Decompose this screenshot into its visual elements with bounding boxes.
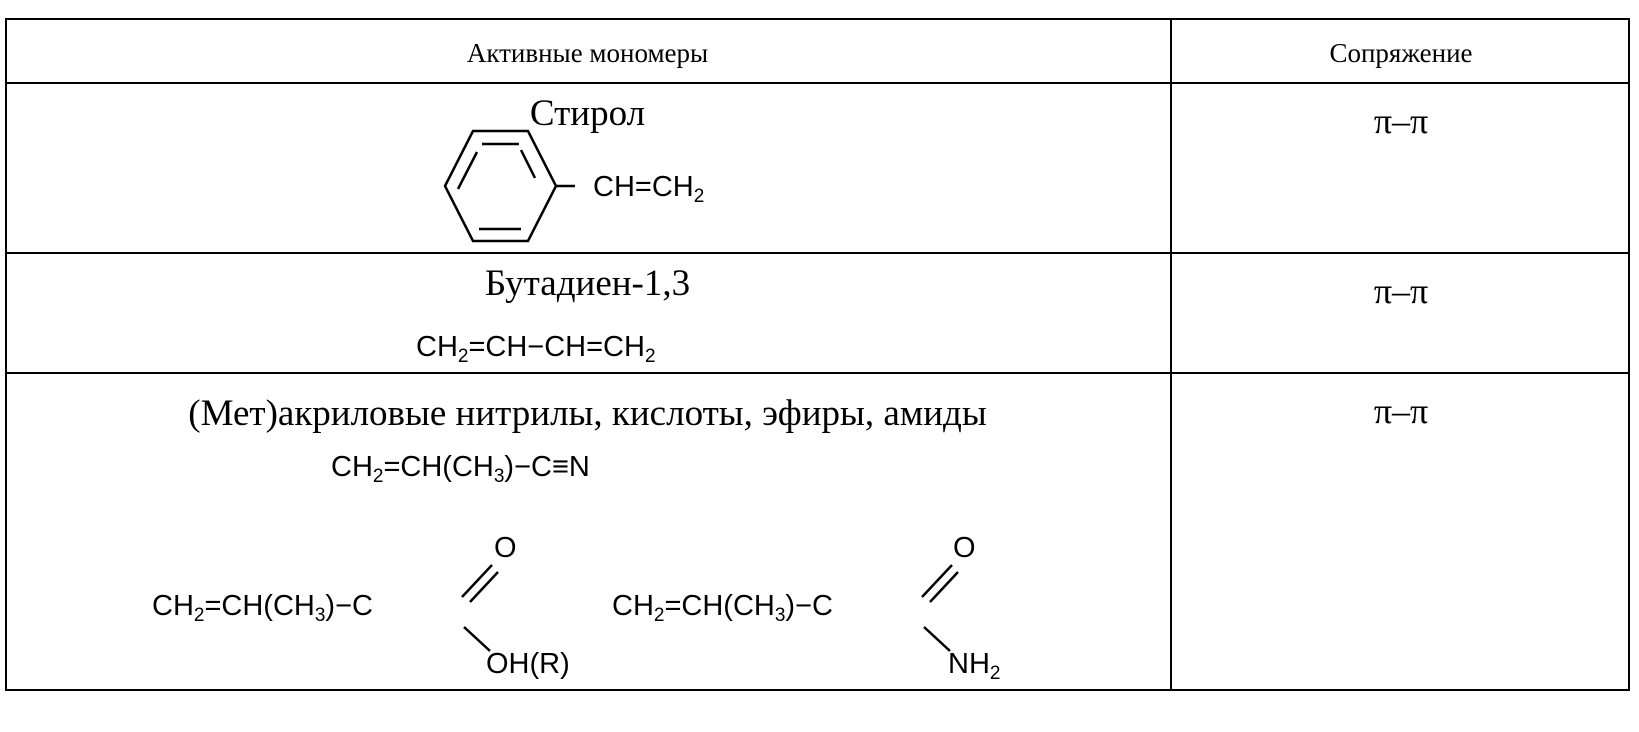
styrene-formula: CH=CH2 — [593, 171, 705, 207]
row-butadiene-conjugation: π–π — [1373, 271, 1429, 311]
acid-bonds-icon — [461, 564, 499, 652]
amide-amino-group: NH2 — [948, 648, 1001, 684]
row-acrylic-name: (Мет)акриловые нитрилы, кислоты, эфиры, … — [188, 393, 987, 434]
amide-formula: CH2=CH(CH3)−C — [612, 590, 833, 626]
amide-bonds-icon — [921, 564, 959, 652]
header-monomers: Активные мономеры — [466, 38, 709, 68]
header-conjugation: Сопряжение — [1329, 38, 1473, 68]
row-divider-2 — [5, 372, 1630, 374]
row-styrene-name: Стирол — [529, 93, 646, 134]
acid-hydroxyl-group: OH(R) — [486, 648, 570, 680]
column-divider — [1170, 18, 1172, 691]
row-acrylic-conjugation: π–π — [1373, 391, 1429, 431]
amide-oxygen: O — [953, 532, 976, 564]
row-butadiene-name: Бутадиен-1,3 — [484, 263, 691, 304]
monomers-table — [5, 18, 1630, 691]
butadiene-formula: CH2=CH−CH=CH2 — [416, 331, 656, 367]
acid-formula: CH2=CH(CH3)−C — [152, 590, 373, 626]
benzene-ring-icon — [443, 129, 575, 243]
acid-oxygen: O — [494, 532, 517, 564]
row-divider-1 — [5, 252, 1630, 254]
nitrile-formula: CH2=CH(CH3)−C≡N — [331, 451, 590, 487]
row-styrene-conjugation: π–π — [1373, 101, 1429, 141]
header-divider — [5, 82, 1630, 84]
